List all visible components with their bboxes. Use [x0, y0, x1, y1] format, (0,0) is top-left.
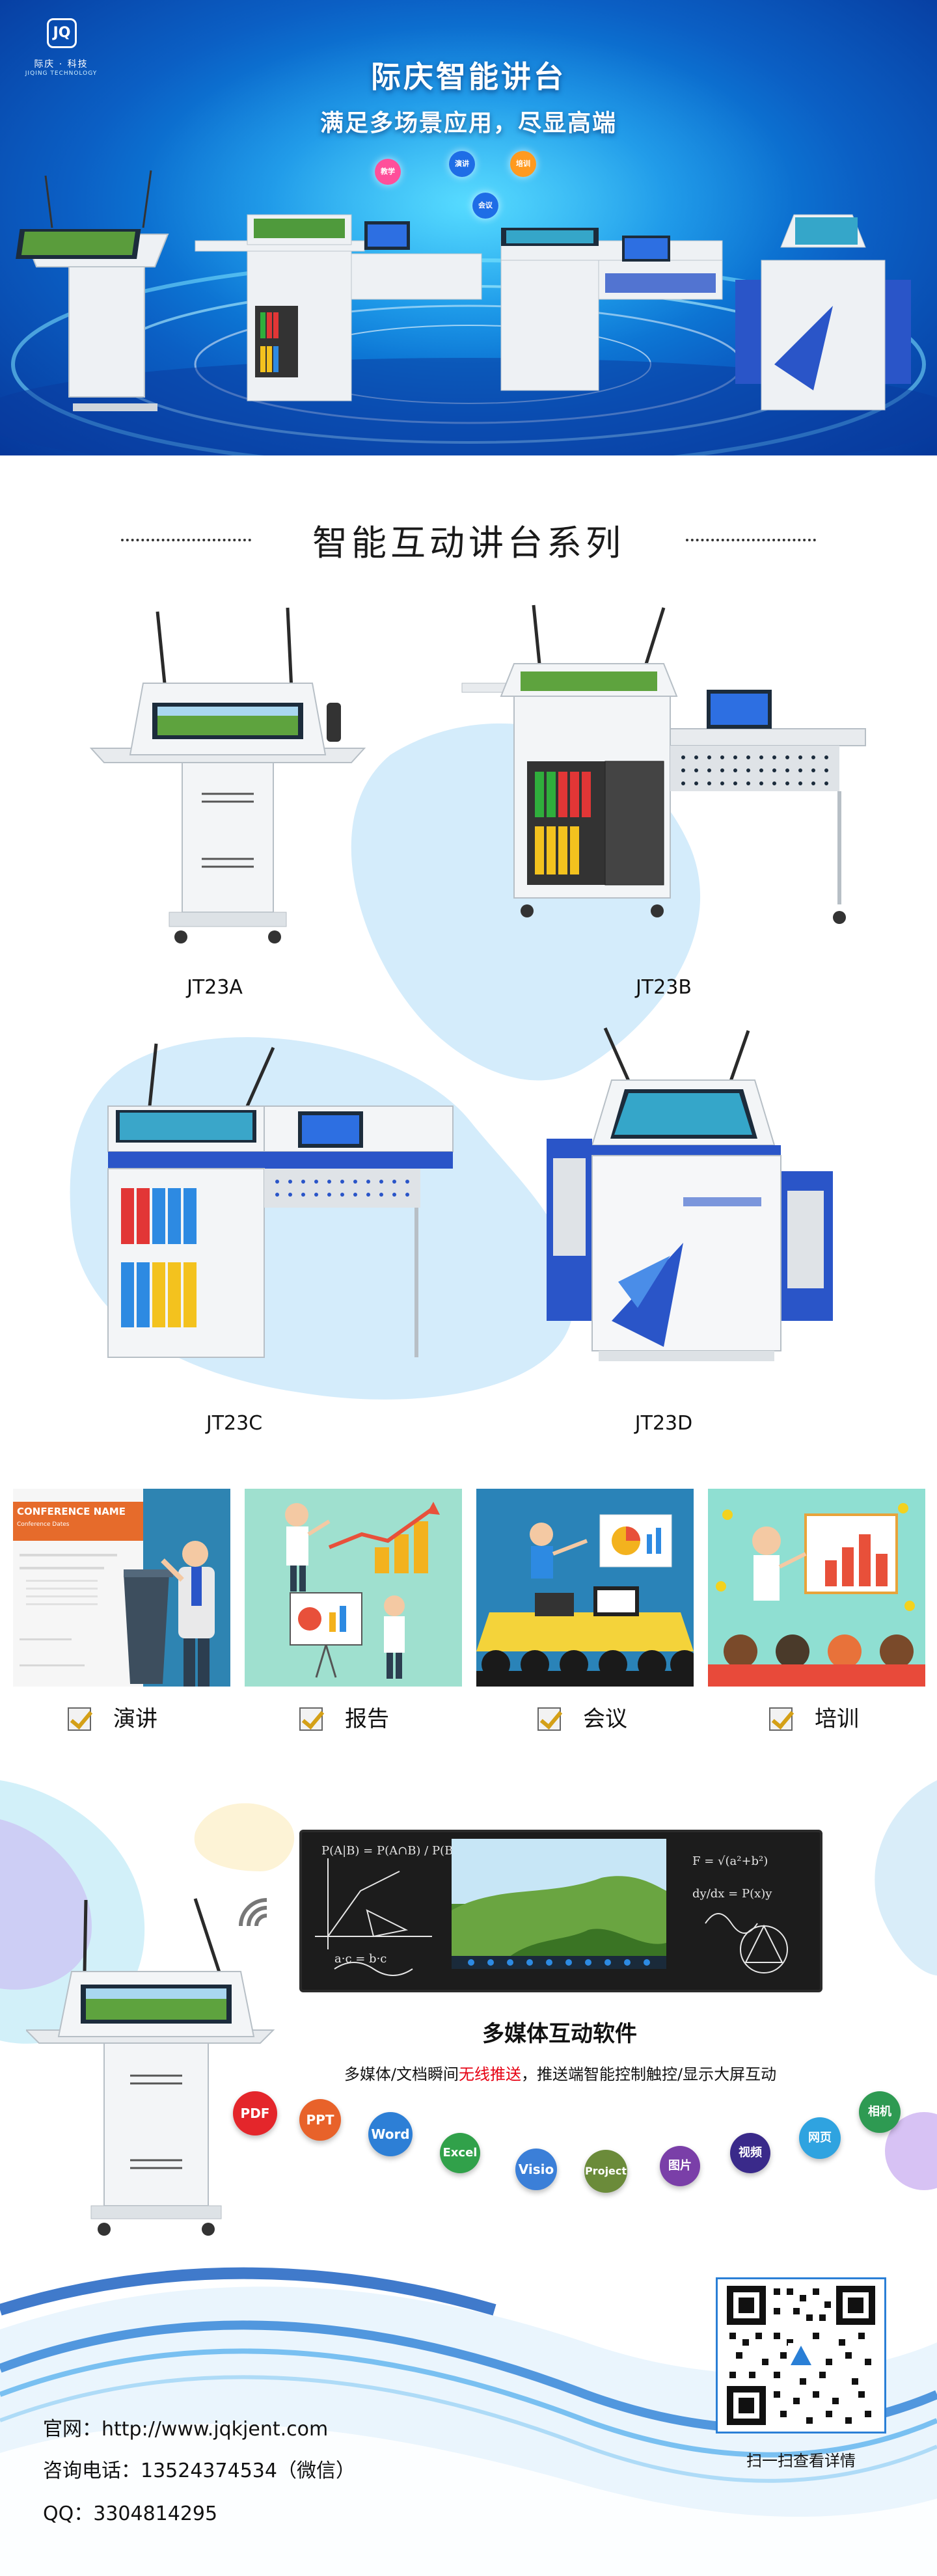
svg-text:F = √(a²+b²): F = √(a²+b²) — [692, 1854, 768, 1868]
hero-title: 际庆智能讲台 — [371, 59, 566, 94]
badge-teaching: 教学 — [375, 159, 401, 185]
hero-light-rings — [0, 26, 937, 455]
scene-slide: CONFERENCE NAME Conference Dates — [13, 1489, 143, 1687]
contact-website[interactable]: 官网：http://www.jqkjent.com — [43, 2418, 329, 2441]
hero-podium-c — [500, 228, 723, 391]
slide-title: CONFERENCE NAME — [17, 1506, 126, 1517]
logo-chinese-name: 际庆 · 科技 — [34, 59, 88, 70]
app-web-icon: 网页 — [799, 2117, 841, 2159]
brand-logo: JQ 际庆 · 科技 JIQING TECHNOLOGY — [16, 18, 107, 83]
speaker-figure — [124, 1541, 215, 1687]
report-illustration — [285, 1502, 440, 1679]
app-pdf-icon: PDF — [233, 2091, 277, 2135]
meeting-illustration — [476, 1514, 694, 1687]
qr-code[interactable] — [716, 2277, 886, 2434]
qr-code-icon — [727, 2286, 875, 2425]
product-jt23b-image — [461, 604, 866, 924]
logo-mark: JQ — [47, 18, 77, 48]
product-label-jt23c: JT23C — [206, 1412, 263, 1435]
wifi-icon — [239, 1898, 267, 1927]
scenario-speech-label: 演讲 — [113, 1706, 157, 1732]
desc-part-1: 多媒体/文档瞬间 — [344, 2065, 459, 2083]
hero-subtitle: 满足多场景应用，尽显高端 — [319, 110, 617, 137]
desc-part-2: ，推送端智能控制触控/显示大屏互动 — [521, 2065, 777, 2083]
svg-text:dy/dx = P(x)y: dy/dx = P(x)y — [692, 1887, 772, 1901]
hero-podium-d — [735, 214, 911, 411]
slide-subtitle: Conference Dates — [17, 1521, 70, 1528]
scenario-report-label: 报告 — [345, 1706, 389, 1732]
product-jt23a-image — [89, 607, 366, 943]
app-excel-icon: Excel — [440, 2133, 480, 2173]
product-label-jt23d: JT23D — [634, 1412, 693, 1435]
app-ppt-icon: PPT — [299, 2099, 341, 2141]
svg-text:P(A|B) = P(A∩B) / P(B): P(A|B) = P(A∩B) / P(B) — [321, 1844, 457, 1858]
product-label-jt23a: JT23A — [187, 976, 243, 999]
app-camera-icon: 相机 — [859, 2091, 901, 2133]
product-label-jt23b: JT23B — [636, 976, 692, 999]
contact-phone: 咨询电话：13524374534（微信） — [43, 2460, 355, 2482]
footer-wave-decoration — [0, 2267, 937, 2576]
series-title: 智能互动讲台系列 — [312, 522, 625, 563]
smart-blackboard: P(A|B) = P(A∩B) / P(B) a·c = b·c F = √(a… — [299, 1830, 822, 1992]
app-video-icon: 视频 — [730, 2133, 770, 2173]
scene-meeting-image — [476, 1489, 694, 1687]
logo-english-name: JIQING TECHNOLOGY — [25, 70, 98, 77]
app-visio-icon: Visio — [515, 2149, 557, 2190]
scene-report-image — [245, 1489, 462, 1687]
software-podium-image — [26, 1898, 275, 2236]
software-title: 多媒体互动软件 — [482, 2021, 637, 2047]
app-image-icon: 图片 — [660, 2146, 700, 2186]
app-project-icon: Project — [584, 2150, 627, 2193]
check-icon — [537, 1707, 561, 1731]
badge-lecture: 演讲 — [449, 151, 475, 177]
scene-training-image — [708, 1489, 925, 1687]
product-jt23d-image — [547, 1027, 833, 1361]
check-icon — [68, 1707, 91, 1731]
svg-text:a·c = b·c: a·c = b·c — [334, 1952, 387, 1966]
badge-meeting: 会议 — [472, 193, 498, 219]
desc-highlight: 无线推送 — [459, 2065, 521, 2083]
product-jt23c-image — [107, 1043, 454, 1358]
training-illustration — [708, 1503, 925, 1687]
check-icon — [769, 1707, 793, 1731]
hero-banner: JQ 际庆 · 科技 JIQING TECHNOLOGY 际庆智能讲台 满足多场… — [0, 0, 937, 455]
blackboard-formulas: P(A|B) = P(A∩B) / P(B) a·c = b·c F = √(a… — [315, 1839, 788, 1976]
software-description: 多媒体/文档瞬间无线推送，推送端智能控制触控/显示大屏互动 — [206, 2061, 915, 2084]
contact-qq: QQ：3304814295 — [43, 2502, 218, 2525]
heading-dots-right — [686, 539, 816, 541]
scenario-training-label: 培训 — [815, 1706, 859, 1732]
scenario-meeting-label: 会议 — [583, 1706, 627, 1732]
heading-dots-left — [121, 539, 251, 541]
qr-caption: 扫一扫查看详情 — [746, 2452, 856, 2470]
hero-podium-b — [195, 214, 482, 401]
scene-speech-image: CONFERENCE NAME Conference Dates — [13, 1489, 230, 1687]
app-word-icon: Word — [368, 2112, 413, 2156]
hero-podium-a — [16, 170, 169, 411]
badge-training: 培训 — [510, 151, 536, 177]
check-icon — [299, 1707, 323, 1731]
